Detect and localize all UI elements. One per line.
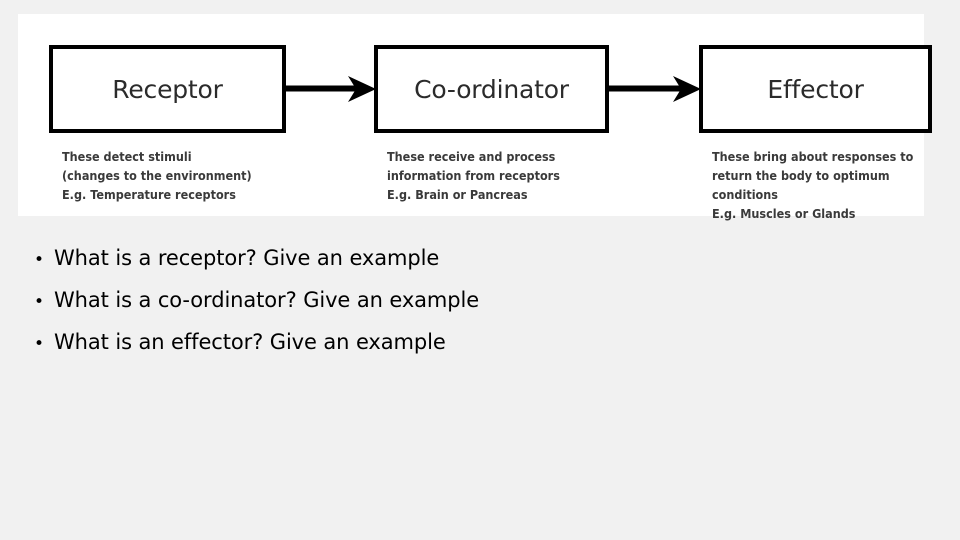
caption-line: E.g. Muscles or Glands <box>712 206 856 221</box>
flow-box-coordinator: Co-ordinator <box>374 45 609 133</box>
caption-line: These bring about responses to <box>712 149 914 164</box>
list-item: • What is a receptor? Give an example <box>34 238 914 280</box>
caption-line: information from receptors <box>387 168 560 183</box>
list-item: • What is a co-ordinator? Give an exampl… <box>34 280 914 322</box>
arrow-right-icon <box>609 75 701 103</box>
caption-line: return the body to optimum <box>712 168 890 183</box>
caption-column-coordinator: These receive and process information fr… <box>387 147 579 204</box>
diagram-panel: Receptor Co-ordinator Effector These det… <box>18 14 932 221</box>
bullet-glyph: • <box>34 250 45 270</box>
flow-box-label: Receptor <box>112 74 223 104</box>
list-item-label: What is an effector? Give an example <box>54 330 446 354</box>
flow-box-label: Co-ordinator <box>414 74 569 104</box>
caption-line: conditions <box>712 187 778 202</box>
list-item-label: What is a receptor? Give an example <box>54 246 440 270</box>
caption-line: E.g. Brain or Pancreas <box>387 187 528 202</box>
flow-box-effector: Effector <box>699 45 932 133</box>
flow-box-receptor: Receptor <box>49 45 286 133</box>
bullet-glyph: • <box>34 292 45 312</box>
bullet-glyph: • <box>34 334 45 354</box>
caption-line: E.g. Temperature receptors <box>62 187 236 202</box>
question-bullet-list: • What is a receptor? Give an example • … <box>34 238 914 364</box>
list-item-label: What is a co-ordinator? Give an example <box>54 288 480 312</box>
caption-line: These detect stimuli <box>62 149 192 164</box>
list-item: • What is an effector? Give an example <box>34 322 914 364</box>
caption-column-receptor: These detect stimuli (changes to the env… <box>62 147 273 204</box>
arrow-right-icon <box>286 75 376 103</box>
caption-line: These receive and process <box>387 149 556 164</box>
flow-box-label: Effector <box>767 74 864 104</box>
caption-column-effector: These bring about responses to return th… <box>712 147 936 223</box>
caption-line: (changes to the environment) <box>62 168 252 183</box>
